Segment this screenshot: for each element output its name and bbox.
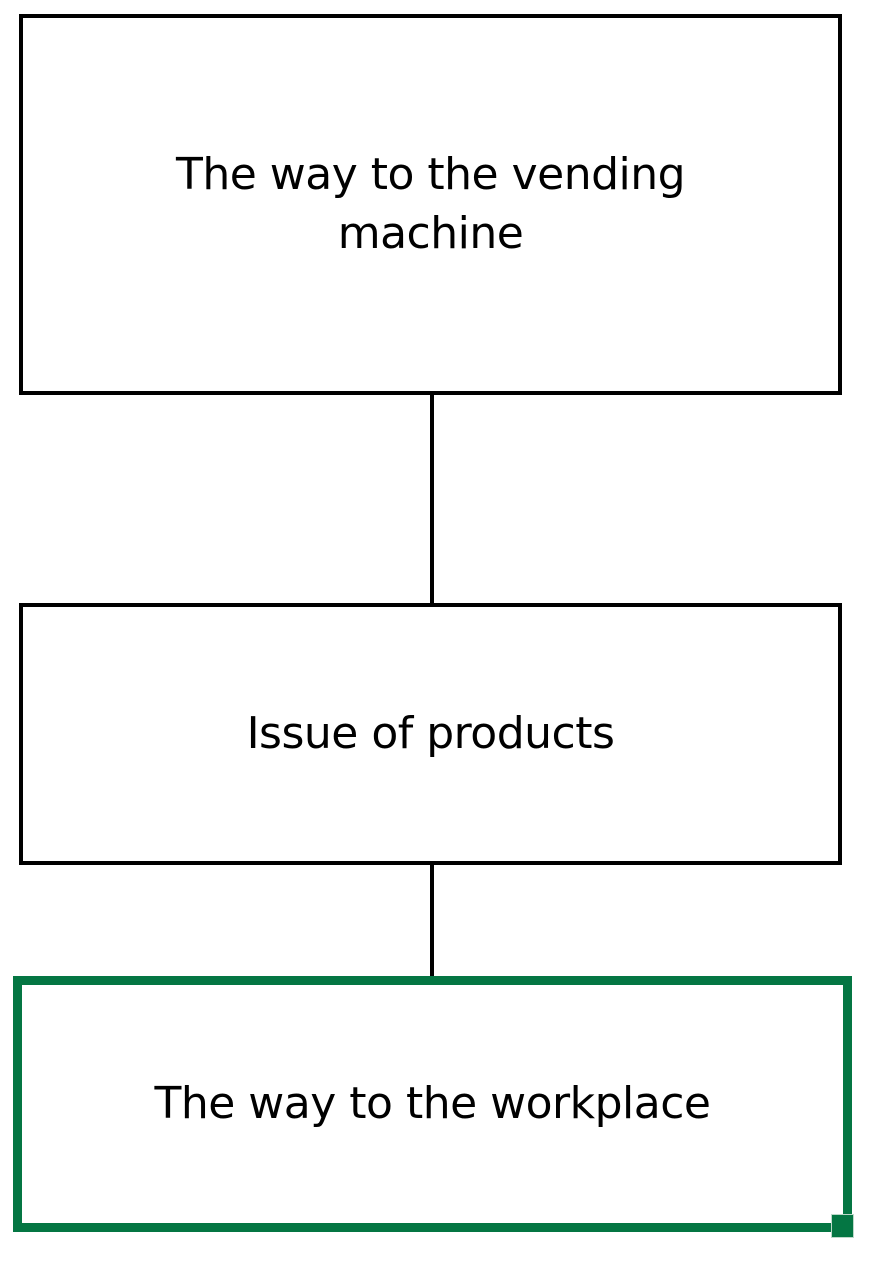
flow-node-workplace[interactable]: The way to the workplace [13,976,852,1232]
flow-node-label: The way to the vending machine [175,149,686,259]
flow-node-label: The way to the workplace [154,1077,711,1129]
resize-handle-bottom-right[interactable] [831,1214,854,1238]
flow-edge-issue-of-products-to-workplace[interactable] [430,863,434,978]
flow-node-label: Issue of products [246,707,615,759]
flow-node-vending-machine[interactable]: The way to the vending machine [19,14,842,395]
flow-node-issue-of-products[interactable]: Issue of products [19,603,842,865]
flow-edge-vending-machine-to-issue-of-products[interactable] [430,393,434,605]
